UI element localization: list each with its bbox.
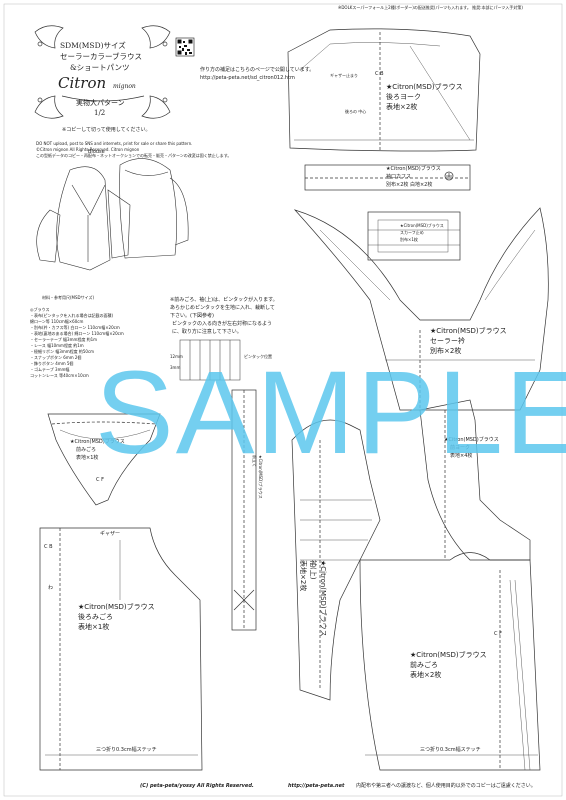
footer-url[interactable]: http://peta-peta.net [288, 783, 345, 789]
materials-item: ・表地(裏地のある場合) 綿ローン 110cm幅×20cm [30, 331, 124, 336]
pintuck-dim-1: 12mm [170, 354, 183, 359]
print-note: ※コピーして切って使用してください。 [62, 127, 151, 133]
materials-item: ◎ブラウス [30, 307, 50, 312]
front-body-qty: 表地×2枚 [410, 671, 442, 679]
back-body-name: 後ろみごろ [78, 613, 113, 621]
scarf-title: ★Citron(MSD)ブラウス [400, 223, 444, 228]
cuff-name: 袖口カフス [386, 174, 412, 180]
back-body-title: ★Citron(MSD)ブラウス [78, 603, 155, 611]
piece-sleeve [291, 419, 381, 701]
sleeve-title: ★Citron(MSD)ブラウス [319, 560, 327, 637]
materials-heading: 材料・参考用尺(MSDサイズ) [42, 295, 95, 300]
sailor-qty: 別布×2枚 [430, 347, 462, 355]
sample-watermark: SAMPLE [95, 347, 566, 479]
footer-copyright: (C) peta-peta/yossy All Rights Reserved. [140, 783, 254, 789]
materials-item: ・レース 幅10mm程度 約1m [30, 343, 84, 348]
pintuck-note-4: ピンタックの入る向きが左右対称になるよう [172, 321, 273, 327]
materials-item: ・セーラーテープ 幅3mm程度 約1m [30, 337, 98, 342]
piece-scarf [367, 211, 461, 261]
back-yoke-center: 後ろの 中心 [345, 109, 367, 114]
sailor-title: ★Citron(MSD)ブラウス [430, 327, 507, 335]
sleeve-qty: 表地×2枚 [299, 560, 307, 592]
materials-item: ・表布(ピンタックを入れる場合は記載の面積) [30, 313, 114, 318]
back-body-qty: 表地×1枚 [78, 623, 110, 631]
materials-item: ・飾りボタン 4mm 5個 [30, 361, 74, 366]
front-bottom-name: 前みごろ [76, 447, 97, 453]
piece-back-yoke [287, 28, 481, 152]
blouse-illustration [36, 158, 189, 271]
materials-item: 綿ローン等 110cm幅×60cm [30, 319, 84, 324]
pintuck-note-1: ※前みごろ、袖(上)は、ピンタックが入ります。 [170, 297, 278, 303]
page-number: 1/2 [94, 109, 106, 117]
back-body-fold: わ [48, 585, 54, 591]
title-ornament [34, 25, 171, 119]
materials-item: ・ゴムテープ 3mm幅 [30, 367, 70, 372]
top-note: ※DOLKスーパーフォール上2種(ボーダー)の配送推奨(パーツも入れます。 推奨… [338, 5, 523, 10]
pintuck-dim-3: ピンタック位置 [244, 354, 272, 359]
qr-code [175, 37, 195, 57]
front-body-stitch: 三つ折り0.3cm幅ステッチ [420, 747, 481, 753]
url-note: 作り方の補足はこちらのページで公開しています。 [200, 67, 315, 73]
front-bottom-cf: C F [96, 477, 104, 483]
url-link[interactable]: http://peta-peta.net/sd_citron012.htm [200, 75, 295, 81]
front-body-title: ★Citron(MSD)ブラウス [410, 651, 487, 659]
disclaimer-3: この型紙データのコピー・再配布・ネットオークションでの転売・販売・パターンの改変… [36, 153, 232, 158]
back-yoke-cb: C B [375, 71, 384, 77]
front-yoke-title: ★Citron(MSD)ブラウス [444, 437, 499, 443]
front-yoke-name: 前ヨーク [450, 445, 471, 451]
disclaimer-2: ©Citron mignon All Rights Reserved. Citr… [36, 147, 140, 152]
piece-strip [231, 389, 257, 631]
pintuck-note-5: に、取り方に注意して下さい。 [172, 329, 242, 335]
cuff-qty: 別布×2枚 白地×2枚 [386, 182, 433, 188]
piece-front-bottom [47, 413, 161, 506]
disclaimer-1: DO NOT upload, post to SNS and internets… [36, 141, 193, 146]
piece-back-body [39, 527, 203, 771]
back-body-cb: C B [44, 544, 53, 550]
back-body-stitch: 三つ折り0.3cm幅ステッチ [96, 747, 157, 753]
piece-front-yoke [419, 399, 531, 561]
back-yoke-qty: 表地×2枚 [386, 103, 418, 111]
footer-note: 内配布や第三者への譲渡など、個人使用目的以外でのコピーはご遠慮ください。 [356, 783, 536, 789]
front-body-name: 前みごろ [410, 661, 438, 669]
front-body-cf: C F [494, 631, 502, 637]
pattern-label: 実物大パターン [76, 99, 125, 107]
title-line-3: &ショートパンツ [70, 63, 130, 72]
materials-item: コットンレース 等40cm×10cm [30, 373, 89, 378]
pintuck-diagram [179, 339, 241, 381]
illustration-caption: Blouse [88, 149, 105, 155]
back-yoke-title: ★Citron(MSD)ブラウス [386, 83, 463, 91]
scarf-qty: 別布×1枚 [400, 237, 418, 242]
pintuck-note-2: あらかじめピンタックを生地に入れ、裁断して [170, 305, 275, 311]
back-yoke-name: 後ろヨーク [386, 93, 421, 101]
brand-name: Citron [58, 74, 107, 92]
pintuck-dim-2: 3mm [170, 365, 181, 370]
front-yoke-qty: 表地×4枚 [450, 453, 473, 459]
brand-sub: mignon [113, 83, 136, 90]
piece-front-body [359, 552, 541, 771]
materials-item: ・別布(衿・カフス等) 白ローン 110cm幅×20cm [30, 325, 120, 330]
title-line-1: SDM(MSD)サイズ [60, 41, 126, 50]
back-yoke-gather: ギャザー止まり [330, 73, 358, 78]
front-bottom-title: ★Citron(MSD)ブラウス [70, 439, 125, 445]
materials-item: ・極細リボン 幅3mm程度 約50cm [30, 349, 95, 354]
sleeve-name: 袖(上) [309, 560, 317, 580]
front-bottom-qty: 表地×1枚 [76, 455, 99, 461]
piece-sailor-collar [293, 207, 549, 411]
pintuck-note-3: 下さい。(下図参考) [170, 313, 214, 319]
sailor-name: セーラー衿 [430, 337, 465, 345]
materials-item: ・スナップボタン 6mm 2個 [30, 355, 82, 360]
back-body-gather: ギャザー [100, 531, 121, 537]
cuff-title: ★Citron(MSD)ブラウス [386, 166, 441, 172]
piece-cuff [304, 164, 471, 191]
title-line-2: セーラーカラーブラウス [60, 52, 143, 61]
scarf-name: スカーフ止め [400, 230, 424, 235]
